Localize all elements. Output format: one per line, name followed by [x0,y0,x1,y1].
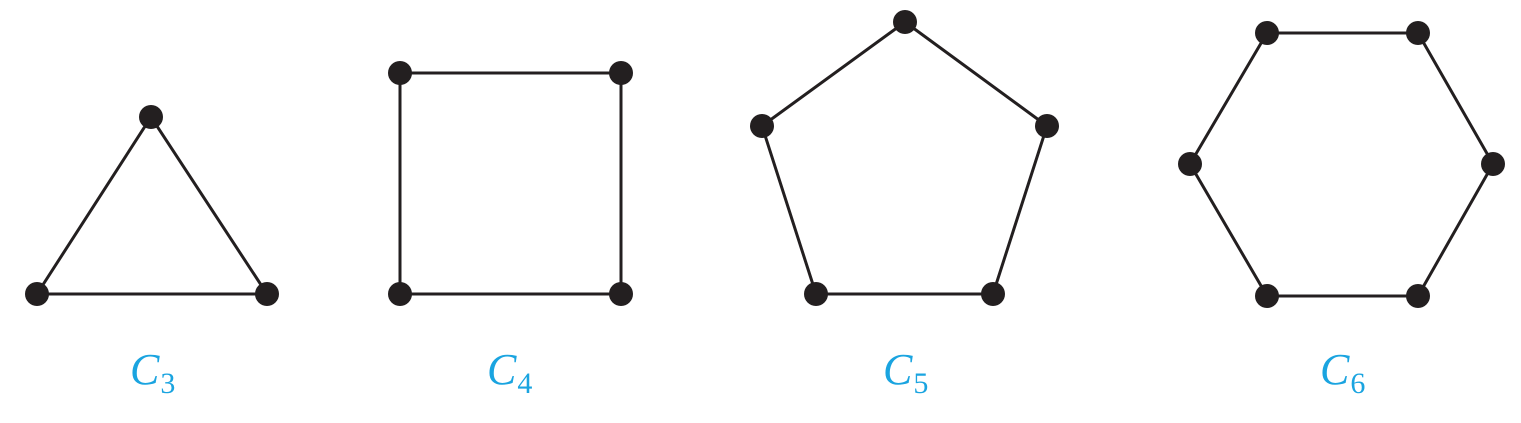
c5-vertex [981,282,1005,306]
c6-edge [1188,162,1269,298]
c5-edge [991,124,1049,296]
c6-label-letter: C [1320,345,1350,394]
c5-edge [760,20,907,128]
c4-label-subscript: 4 [517,367,532,400]
c3-label-subscript: 3 [160,367,175,400]
c5-vertex [750,114,774,138]
c3-edges [35,115,269,296]
c5-vertices [750,10,1059,306]
c5-label-subscript: 5 [913,367,928,400]
c6-vertex [1255,284,1279,308]
graph-c4: C4 [388,61,633,400]
c4-label-letter: C [487,345,517,394]
c3-label-letter: C [130,345,160,394]
c5-edge [760,124,818,296]
c3-label: C3 [130,345,175,400]
c4-label: C4 [487,345,532,400]
c3-vertex [25,282,49,306]
c6-vertices [1178,21,1505,308]
c6-edge [1416,31,1495,166]
c6-vertex [1178,152,1202,176]
c3-edge [35,115,153,296]
c6-vertex [1406,21,1430,45]
c6-label: C6 [1320,345,1365,400]
c5-vertex [1035,114,1059,138]
c4-edges [398,71,623,296]
c6-vertex [1481,152,1505,176]
c3-vertex [255,282,279,306]
graph-c3: C3 [25,105,279,400]
graph-c6: C6 [1178,21,1505,400]
c6-vertex [1255,21,1279,45]
c3-vertices [25,105,279,306]
c4-vertex [609,61,633,85]
graph-c5: C5 [750,10,1059,400]
c4-vertex [388,61,412,85]
c4-vertices [388,61,633,306]
c6-edges [1188,31,1495,298]
c3-edge [149,115,269,296]
c5-label-letter: C [883,345,913,394]
c5-edges [760,20,1049,296]
c6-label-subscript: 6 [1350,367,1365,400]
c5-vertex [893,10,917,34]
c4-vertex [388,282,412,306]
c5-vertex [804,282,828,306]
c6-edge [1188,31,1269,166]
c3-vertex [139,105,163,129]
c5-edge [903,20,1049,128]
c4-vertex [609,282,633,306]
c6-edge [1416,162,1495,298]
c6-vertex [1406,284,1430,308]
c5-label: C5 [883,345,928,400]
